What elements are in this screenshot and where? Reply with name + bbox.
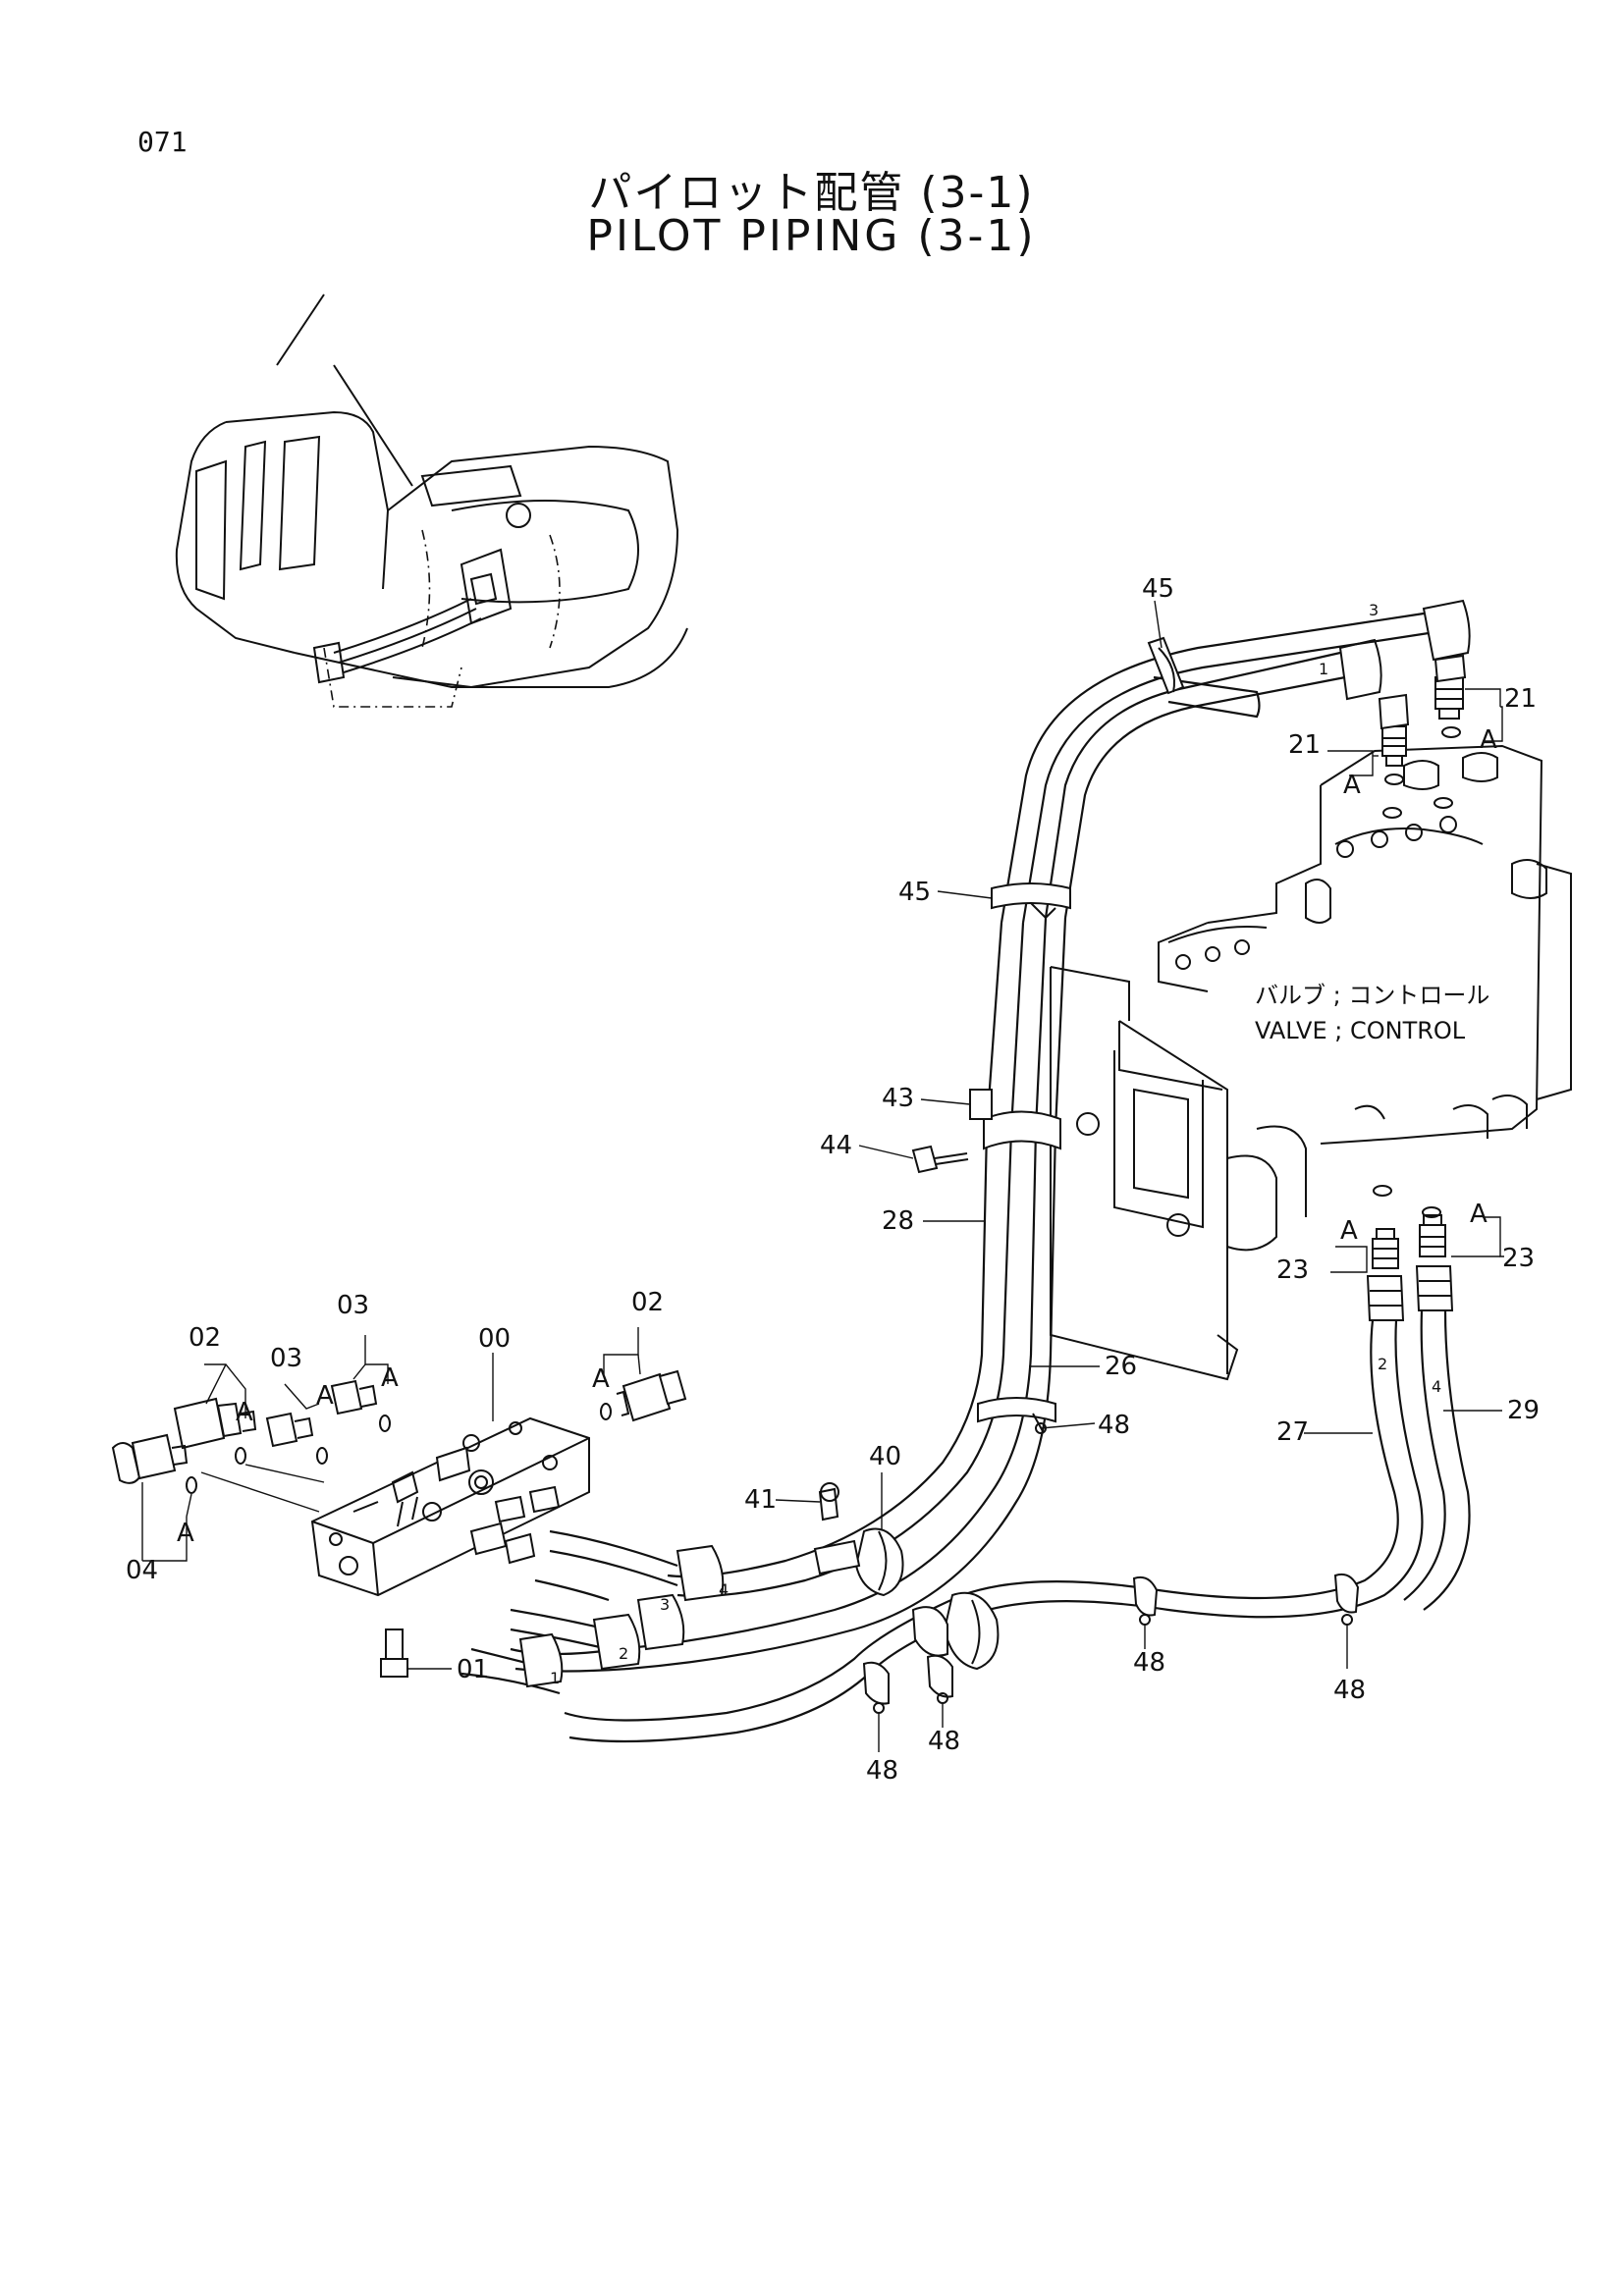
- o-ring-bottom-left: [1373, 1185, 1392, 1197]
- hoses-27-29: [564, 1309, 1471, 1743]
- label-02-right: 02: [631, 1288, 664, 1317]
- label-29: 29: [1507, 1396, 1540, 1425]
- o-ring-top-right: [1434, 797, 1453, 809]
- bolt-44: [911, 1145, 969, 1174]
- clamp-large-middle: [911, 1591, 1000, 1671]
- valve-label-japanese: バルブ ; コントロール: [1255, 982, 1489, 1009]
- label-02-left: 02: [189, 1323, 221, 1353]
- label-23-left: 23: [1276, 1255, 1309, 1285]
- clamp-40: [854, 1527, 904, 1597]
- o-ring-upper: [1441, 726, 1461, 738]
- hoses-26-28-vertical: [510, 917, 1067, 1673]
- hose-end-fitting-3: [1422, 599, 1471, 683]
- pressure-switch-02-right: [616, 1369, 687, 1422]
- hose-fittings-near-block: [518, 1544, 725, 1688]
- pressure-switch-03-left: [265, 1412, 314, 1448]
- label-21-left: 21: [1288, 730, 1321, 760]
- label-27: 27: [1276, 1417, 1309, 1447]
- ref-a-04: A: [177, 1519, 194, 1548]
- page-title-english: PILOT PIPING (3-1): [586, 211, 1037, 261]
- label-21-right: 21: [1504, 684, 1537, 714]
- label-41: 41: [744, 1485, 777, 1515]
- clamp-43: [969, 1089, 1061, 1150]
- label-48-d: 48: [1333, 1676, 1366, 1705]
- hose-mark-1-block: 1: [550, 1669, 560, 1687]
- valve-label-english: VALVE ; CONTROL: [1255, 1017, 1466, 1044]
- pilot-valve-block: [310, 1416, 590, 1597]
- o-ring-02-left: [235, 1447, 246, 1465]
- label-45-top: 45: [1142, 574, 1174, 604]
- ref-a-02-left: A: [236, 1398, 253, 1427]
- bolt-01: [380, 1629, 408, 1678]
- adapter-23-right: [1419, 1214, 1446, 1257]
- clamp-45-top: [1147, 636, 1185, 695]
- hose-mark-2-bottom: 2: [1378, 1355, 1387, 1373]
- label-23-right: 23: [1502, 1244, 1535, 1273]
- label-01: 01: [457, 1655, 489, 1684]
- hose-end-fitting-4: [1415, 1265, 1454, 1311]
- hose-mark-4-block: 4: [719, 1580, 729, 1599]
- label-26: 26: [1105, 1352, 1137, 1381]
- adapter-21-right: [1434, 676, 1464, 720]
- label-28: 28: [882, 1206, 914, 1236]
- label-03-left: 03: [270, 1344, 302, 1373]
- o-ring-03-left: [316, 1447, 328, 1465]
- leader-lines: [141, 600, 1504, 1752]
- clamp-45-middle: [991, 882, 1071, 920]
- label-48-b: 48: [928, 1727, 960, 1756]
- pressure-switch-03-right: [330, 1379, 378, 1415]
- hose-marks: 3 1 2 4 4 3 2 1: [550, 601, 1441, 1687]
- bracket-41: [813, 1482, 861, 1575]
- ref-a-03-right: A: [381, 1363, 399, 1393]
- label-40: 40: [869, 1442, 901, 1471]
- label-03-right: 03: [337, 1291, 369, 1320]
- hose-mark-3-block: 3: [660, 1595, 670, 1614]
- page-title-japanese: パイロット配管 (3-1): [588, 168, 1035, 218]
- o-ring-top-left: [1382, 807, 1402, 819]
- adapter-23-left: [1372, 1228, 1399, 1269]
- block-to-hose-connectors: [460, 1529, 678, 1695]
- part-number-labels: 45 45 21 21 43 44 28 23 23 26 48 27 29 4…: [126, 574, 1540, 1786]
- label-43: 43: [882, 1084, 914, 1113]
- ref-a-21-left: A: [1343, 771, 1361, 800]
- ref-a-23-left: A: [1340, 1216, 1358, 1246]
- control-valve-label: バルブ ; コントロール VALVE ; CONTROL: [1255, 982, 1489, 1044]
- o-ring-04: [186, 1476, 197, 1494]
- ref-a-21-right: A: [1480, 725, 1497, 755]
- clamps-48-lower: [862, 1573, 1360, 1714]
- hose-end-fitting-2: [1366, 1275, 1405, 1321]
- label-45-middle: 45: [898, 878, 931, 907]
- ref-a-23-right: A: [1470, 1200, 1488, 1229]
- excavator-overview-illustration: [175, 294, 688, 708]
- label-00: 00: [478, 1324, 511, 1354]
- mounting-bracket: [1050, 966, 1307, 1381]
- control-valve-body: [1158, 744, 1572, 1145]
- label-04: 04: [126, 1556, 158, 1585]
- label-48-a: 48: [866, 1756, 898, 1786]
- hose-mark-1-top: 1: [1319, 660, 1328, 678]
- hose-end-fitting-1: [1338, 638, 1410, 730]
- reference-a-labels: A A A A A A A A A: [177, 725, 1497, 1548]
- hose-mark-4-bottom: 4: [1432, 1377, 1441, 1396]
- pressure-switch-02-left: [173, 1397, 257, 1450]
- page-number: 071: [137, 126, 188, 158]
- ref-a-03-left: A: [316, 1381, 334, 1411]
- label-44: 44: [820, 1131, 852, 1160]
- o-ring-upper-left: [1384, 774, 1404, 785]
- label-48-c: 48: [1133, 1648, 1165, 1678]
- block-side-fittings: [469, 1485, 561, 1565]
- hose-mark-2-block: 2: [619, 1644, 628, 1663]
- adapter-21-left: [1381, 725, 1407, 767]
- pressure-switch-04: [111, 1433, 189, 1484]
- o-ring-bottom-right: [1422, 1206, 1441, 1218]
- label-48-vertical: 48: [1098, 1411, 1130, 1440]
- o-ring-02-right: [600, 1403, 612, 1420]
- hose-mark-3-top: 3: [1369, 601, 1379, 619]
- o-ring-03-right: [379, 1415, 391, 1432]
- ref-a-02-right: A: [592, 1364, 610, 1394]
